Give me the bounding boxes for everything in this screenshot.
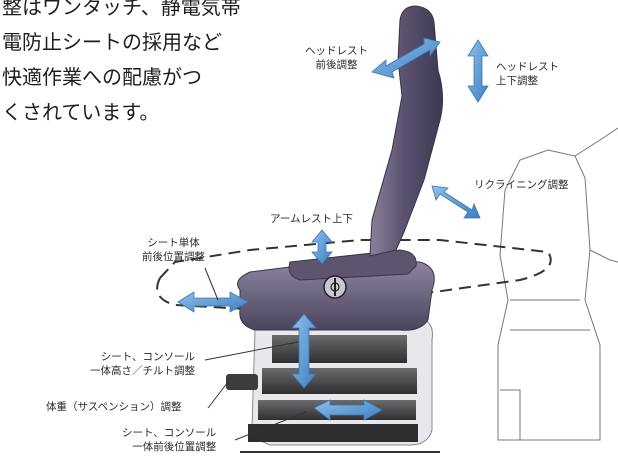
intro-line: くされています。 [2,100,160,124]
intro-line: 快適作業への配慮がつ [2,65,202,89]
headrest-up-down-arrow [467,39,489,103]
leader-lines [204,267,307,441]
console-fore-aft-arrow [313,399,383,421]
label-seat-fore-aft: シート単体 前後位置調整 [142,237,205,263]
headrest-fore-aft-arrow [371,37,441,79]
cab-outline [497,127,618,441]
label-console-fore-aft: シート、コンソール 一体前後位置調整 [122,427,217,453]
label-height-tilt: シート、コンソール 一体高さ／チルト調整 [90,351,195,377]
label-reclining: リクライニング調整 [474,179,569,191]
seat-fore-aft-arrow [177,291,249,313]
reclining-arrow [431,185,481,219]
armrest [288,249,417,281]
seat-back [369,5,444,257]
label-armrest: アームレスト上下 [270,213,354,225]
height-tilt-arrow [291,313,317,389]
label-headrest-up-down: ヘッドレスト 上下調整 [496,61,559,87]
intro-text: 整はワンタッチ、静電気帯 電防止シートの採用など 快適作業への配慮がつ くされて… [2,0,264,130]
intro-line: 電防止シートの採用など [2,30,222,54]
label-weight: 体重（サスペンション）調整 [46,401,182,413]
console-outline [156,239,552,314]
armrest-arrow [311,229,333,265]
intro-line: 整はワンタッチ、静電気帯 [2,0,241,19]
seat-base [226,317,440,453]
label-headrest-fore-aft: ヘッドレスト 前後調整 [305,45,368,71]
recline-knob-icon [323,275,347,299]
